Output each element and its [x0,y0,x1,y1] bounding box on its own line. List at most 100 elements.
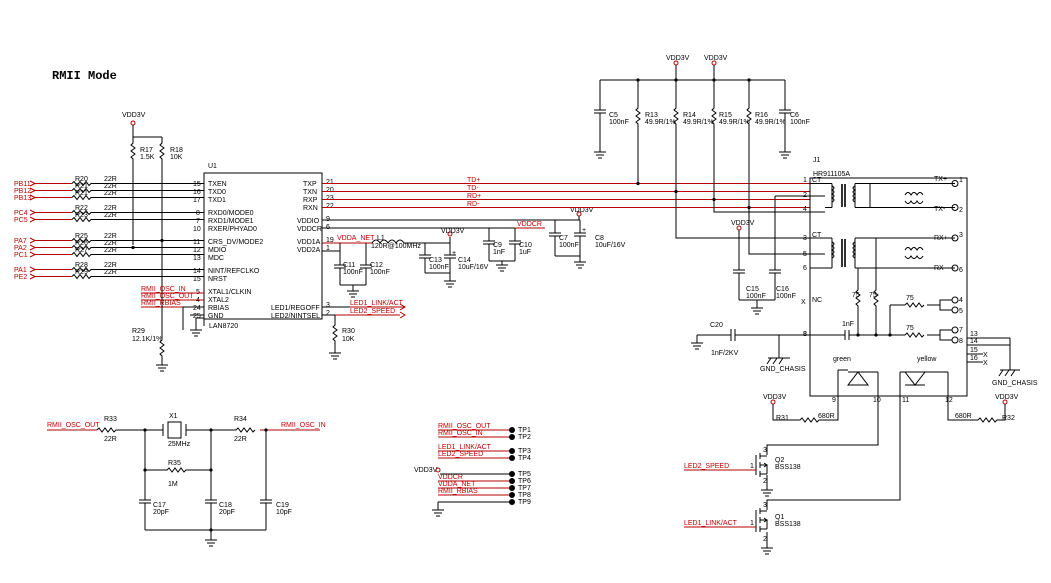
net-tdn: TD- [467,185,479,192]
mcu-pin-pb11: PB11 [14,181,31,188]
res-ref: R27 [75,247,88,254]
c14-val: 10uF/16V [458,264,489,271]
ic-pin-rxp: RXP [303,197,318,204]
res-val: 22R [104,212,117,219]
r14-ref: R14 [683,112,696,119]
c13-ref: C13 [429,257,442,264]
j1-rx-plus: RX+ [934,235,948,242]
power-filter: VDDA_NET L1 120R@100MHz C11 100nF C12 10… [322,207,626,298]
no-connect-mark: X [983,352,988,359]
termination-network: VDD3V VDD3V C5 100nF C6 100nF R13 49.9R/… [594,55,810,255]
ic-pin-vdd2a: VDD2A [297,247,321,254]
ic-pin-crsdv: CRS_DV/MODE2 [208,239,263,246]
c12-ref: C12 [370,262,383,269]
led-yellow-label: yellow [917,356,937,363]
power-label: VDD3V [441,228,465,235]
r18-val: 10K [170,154,183,161]
diff-pairs: TD+ TD- RD+ RD- [322,177,810,208]
res-ref: R21 [75,190,88,197]
res-val: 22R [104,205,117,212]
j1-shield-pin: 13 [970,331,978,338]
crystal-circuit: RMII_OSC_OUT RMII_OSC_IN R33 22R R34 22R… [47,413,326,547]
ic-pinnum: 22 [326,203,334,210]
ic-pin-rxn: RXN [303,205,318,212]
j1-ref: J1 [813,157,821,164]
ic-pin-txd0: TXD0 [208,189,226,196]
j1-tx-minus: TX- [934,206,946,213]
mcu-pin-pa2: PA2 [14,245,27,252]
tp-net: RMII_OSC_IN [438,430,483,437]
ic-pin-nint: NINT/REFCLKO [208,268,260,275]
ic-pinnum: 23 [326,195,334,202]
pullup-resistors: VDD3V R17 1.5K R18 10K [122,112,204,297]
ic-pin-mdio: MDIO [208,247,227,254]
net-led1: LED1_LINK/ACT [684,520,738,527]
q-pin: 1 [750,520,754,527]
c5-val: 100nF [609,119,629,126]
tp-label: TP1 [518,427,531,434]
q-pin: 3 [763,447,767,454]
x1-val: 25MHz [168,441,191,448]
c9-val: 1nF [493,249,505,256]
tp-label: TP2 [518,434,531,441]
j1-shield-pin: 14 [970,338,978,345]
ic-pinnum: 15 [193,181,201,188]
ic-part: LAN8720 [209,323,238,330]
ic-pinnum: 1 [326,245,330,252]
c20-val: 1nF/2KV [711,350,739,357]
tp-label: TP6 [518,478,531,485]
res-val: 22R [104,269,117,276]
ic-pinnum: 17 [193,197,201,204]
ic-pin-vddcr: VDDCR [297,226,322,233]
r34-val: 22R [234,436,247,443]
ic-pinnum: 8 [196,210,200,217]
q2-ref: Q2 [775,457,784,464]
j1-pin-nc: NC [812,297,822,304]
j1-rx-minus: RX- [934,265,947,272]
net-tdp: TD+ [467,177,480,184]
ic-pin-txp: TXP [303,181,317,188]
mcu-pin-pb13: PB13 [14,195,31,202]
ic-pin-nrst: NRST [208,276,228,283]
ic-pinnum: 7 [196,218,200,225]
tp-net: RMII_RBIAS [438,488,478,495]
res-ref: R28 [75,262,88,269]
power-label: VDD3V [122,112,146,119]
j1-rpin: 8 [959,338,963,345]
j1-pin: 8 [803,331,807,338]
r31-ref: R31 [776,415,789,422]
r13-ref: R13 [645,112,658,119]
power-label: VDD3V [763,394,787,401]
r35-ref: R35 [168,460,181,467]
res-ref: R21 [75,183,88,190]
net-osc-in: RMII_OSC_IN [141,286,186,293]
tp-label: TP8 [518,492,531,499]
ic-pinnum: 12 [193,247,201,254]
power-label: VDD3V [995,394,1019,401]
ic-pin-mdc: MDC [208,255,224,262]
led-driver-resistors: VDD3V R31 680R VDD3V 680R R32 [763,394,1019,423]
mcu-pin-pa1: PA1 [14,267,27,274]
net-osc-in: RMII_OSC_IN [281,422,326,429]
r32-ref: R32 [1002,415,1015,422]
polarity-mark: + [582,227,586,234]
ground-symbols [190,317,204,337]
c17-val: 20pF [153,509,169,516]
ic-pin-rbias: RBIAS [208,305,229,312]
ic-pinnum: 24 [193,305,201,312]
c11-ref: C11 [343,262,355,269]
j1-rpin: 3 [959,232,963,239]
q1-val: BSS138 [775,521,801,528]
mcu-pin-pe2: PE2 [14,274,27,281]
q1-ref: Q1 [775,514,784,521]
j1-pin: 6 [803,265,807,272]
ic-pinnum: 16 [193,189,201,196]
mcu-pin-pc5: PC5 [14,217,28,224]
c5-ref: C5 [609,112,618,119]
c20-ref: C20 [710,322,723,329]
power-label: VDD3V [704,55,728,62]
bob-smith-r: 75 [906,295,914,302]
mosfet-q2: LED2_SPEED Q2 BSS138 3 1 2 [684,396,879,497]
c12-val: 100nF [370,269,390,276]
